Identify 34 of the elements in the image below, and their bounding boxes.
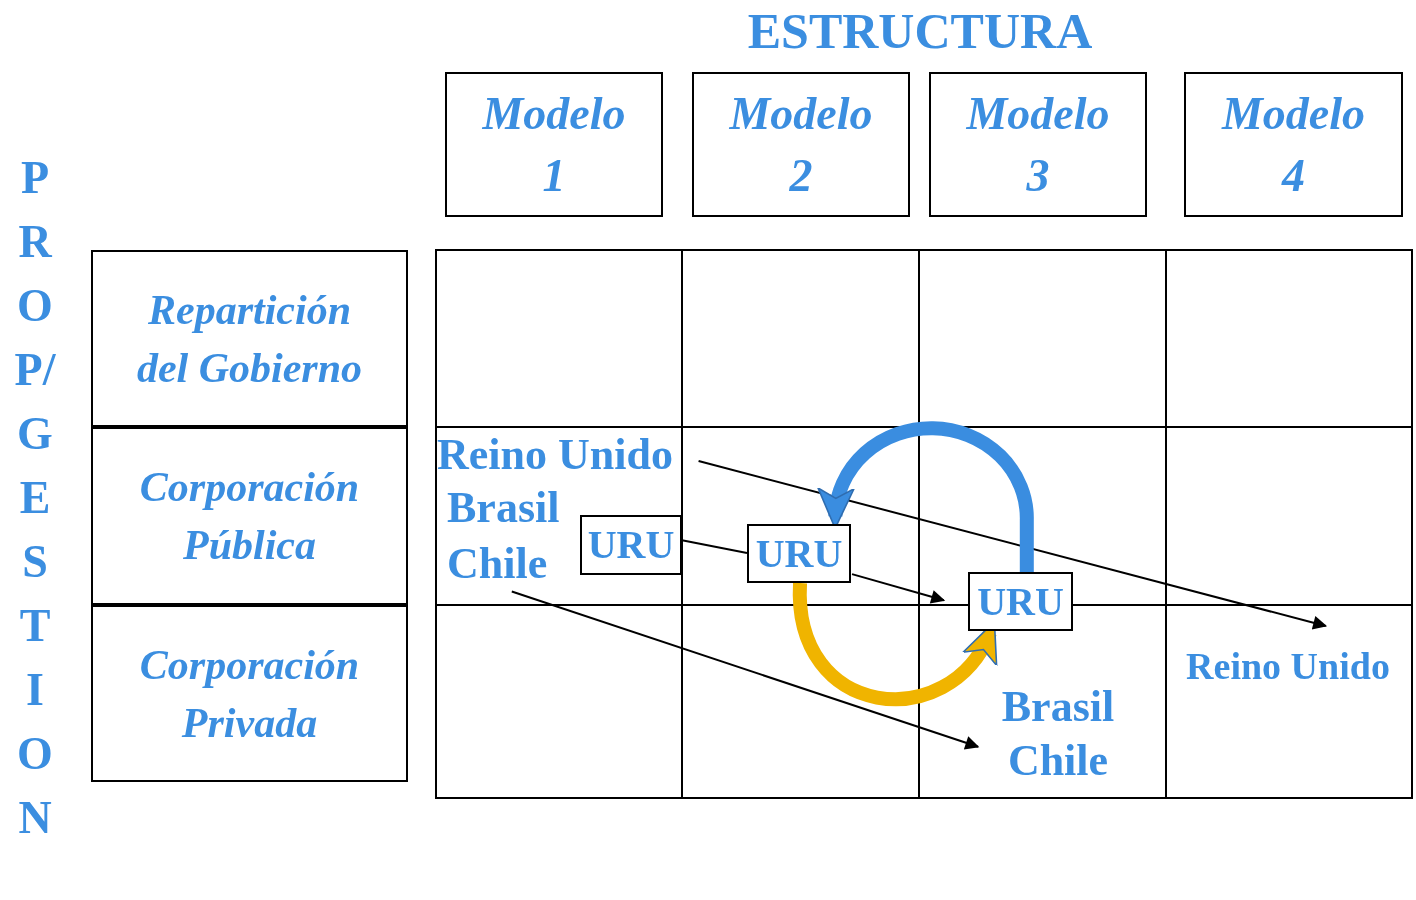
row-header-label: Corporación Pública	[138, 463, 361, 570]
axis-label: PROP/GESTION	[13, 151, 57, 845]
model-box	[1184, 72, 1403, 217]
arrow	[510, 590, 980, 750]
connector-line	[681, 539, 748, 554]
arrow	[851, 573, 946, 604]
arrow	[697, 460, 1328, 630]
country-label: Brasil	[447, 482, 560, 534]
country-label: Chile	[1007, 735, 1109, 787]
country-code: URU	[587, 521, 675, 569]
model-box	[445, 72, 663, 217]
row-header-box	[91, 250, 408, 427]
model-label: Modelo 1	[481, 86, 627, 203]
country-label: Reino Unido	[437, 429, 673, 481]
row-header-box	[91, 605, 408, 782]
model-box	[692, 72, 910, 217]
model-label: Modelo 2	[728, 86, 874, 203]
country-box	[968, 572, 1073, 631]
country-code: URU	[977, 577, 1064, 626]
country-box	[747, 524, 851, 583]
model-label: Modelo 3	[965, 86, 1111, 203]
curved-arrow	[819, 421, 1034, 572]
country-label: Brasil	[1001, 681, 1115, 733]
row-header-label: Repartición del Gobierno	[135, 285, 364, 393]
title: ESTRUCTURA	[746, 2, 1094, 60]
country-label: Chile	[447, 538, 548, 590]
row-header-label: Corporación Privada	[138, 640, 361, 748]
model-label: Modelo 4	[1220, 86, 1367, 203]
country-code: URU	[755, 529, 843, 578]
row-header-box	[91, 427, 408, 605]
curved-arrow	[793, 582, 997, 706]
country-label: Reino Unido	[1186, 644, 1390, 689]
country-box	[580, 515, 682, 575]
model-box	[929, 72, 1147, 217]
